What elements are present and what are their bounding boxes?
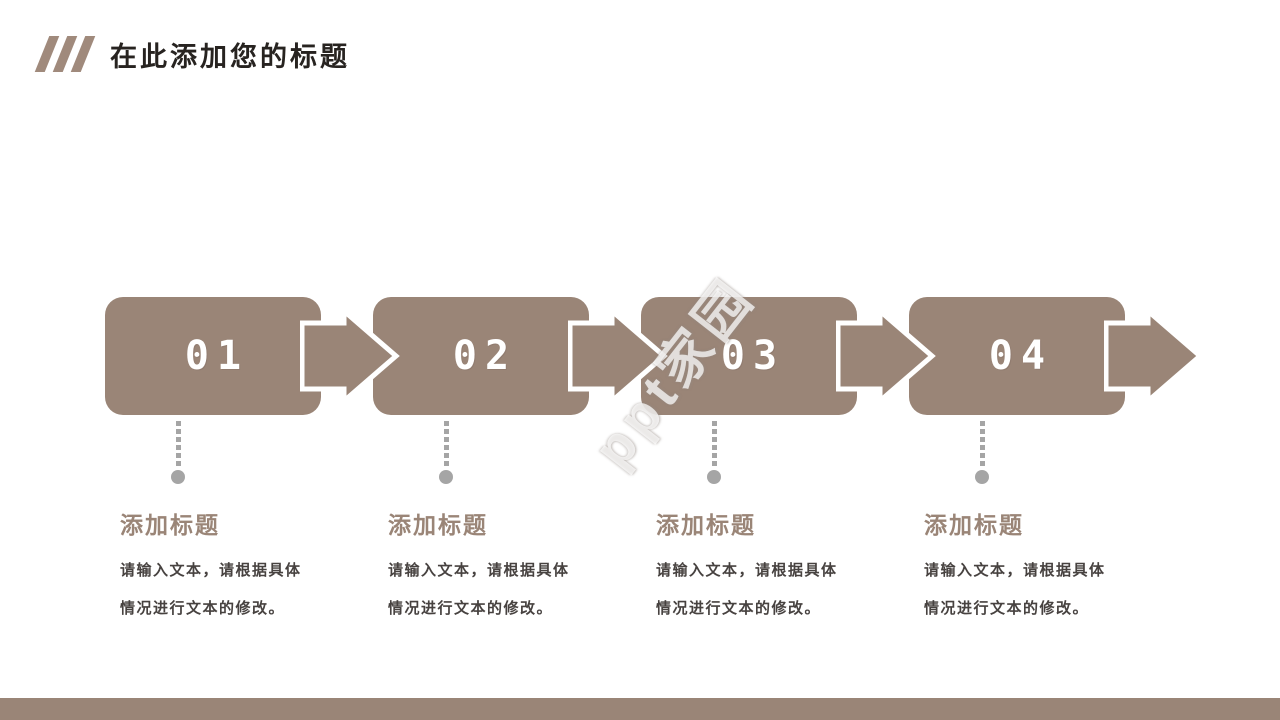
body-line-1: 请输入文本，请根据具体 bbox=[388, 562, 570, 579]
step-2-number: 02 bbox=[452, 333, 518, 379]
step-2-box: 02 bbox=[373, 297, 589, 415]
footer-bar bbox=[0, 698, 1280, 720]
step-3-body: 请输入文本，请根据具体情况进行文本的修改。 bbox=[656, 552, 896, 628]
step-1-body: 请输入文本，请根据具体情况进行文本的修改。 bbox=[120, 552, 360, 628]
arrow-right-icon bbox=[568, 305, 668, 407]
step-4-box: 04 bbox=[909, 297, 1125, 415]
step-3-heading: 添加标题 bbox=[656, 512, 756, 538]
step-2-body: 请输入文本，请根据具体情况进行文本的修改。 bbox=[388, 552, 628, 628]
step-2-heading: 添加标题 bbox=[388, 512, 488, 538]
step-3-text: 添加标题 请输入文本，请根据具体情况进行文本的修改。 bbox=[656, 506, 896, 628]
step-1-number: 01 bbox=[184, 333, 250, 379]
body-line-2: 情况进行文本的修改。 bbox=[656, 600, 822, 617]
body-line-1: 请输入文本，请根据具体 bbox=[656, 562, 838, 579]
triple-slash-icon bbox=[34, 35, 96, 73]
body-line-2: 情况进行文本的修改。 bbox=[388, 600, 554, 617]
step-4-number: 04 bbox=[988, 333, 1054, 379]
step-1: 01 添加标题 请输入文本，请根据具体情况进行文本的修改。 bbox=[105, 0, 400, 720]
body-line-2: 情况进行文本的修改。 bbox=[120, 600, 286, 617]
title-row: 在此添加您的标题 bbox=[34, 34, 350, 74]
step-2: 02 添加标题 请输入文本，请根据具体情况进行文本的修改。 bbox=[373, 0, 668, 720]
connector-end-dot bbox=[707, 470, 721, 484]
arrow-right-icon bbox=[300, 305, 400, 407]
page-title: 在此添加您的标题 bbox=[110, 41, 350, 72]
step-4: 04 添加标题 请输入文本，请根据具体情况进行文本的修改。 bbox=[909, 0, 1204, 720]
dotted-connector bbox=[439, 421, 453, 484]
step-4-heading: 添加标题 bbox=[924, 512, 1024, 538]
step-4-text: 添加标题 请输入文本，请根据具体情况进行文本的修改。 bbox=[924, 506, 1164, 628]
arrow-right-icon bbox=[836, 305, 936, 407]
step-2-text: 添加标题 请输入文本，请根据具体情况进行文本的修改。 bbox=[388, 506, 628, 628]
body-line-1: 请输入文本，请根据具体 bbox=[924, 562, 1106, 579]
step-3-box: 03 bbox=[641, 297, 857, 415]
step-3-number: 03 bbox=[720, 333, 786, 379]
step-1-text: 添加标题 请输入文本，请根据具体情况进行文本的修改。 bbox=[120, 506, 360, 628]
dotted-connector bbox=[707, 421, 721, 484]
connector-end-dot bbox=[171, 470, 185, 484]
dotted-connector bbox=[975, 421, 989, 484]
connector-end-dot bbox=[439, 470, 453, 484]
body-line-1: 请输入文本，请根据具体 bbox=[120, 562, 302, 579]
step-1-box: 01 bbox=[105, 297, 321, 415]
step-3: 03 添加标题 请输入文本，请根据具体情况进行文本的修改。 bbox=[641, 0, 936, 720]
step-4-body: 请输入文本，请根据具体情况进行文本的修改。 bbox=[924, 552, 1164, 628]
dotted-connector bbox=[171, 421, 185, 484]
arrow-right-icon bbox=[1104, 305, 1204, 407]
step-1-heading: 添加标题 bbox=[120, 512, 220, 538]
body-line-2: 情况进行文本的修改。 bbox=[924, 600, 1090, 617]
connector-end-dot bbox=[975, 470, 989, 484]
